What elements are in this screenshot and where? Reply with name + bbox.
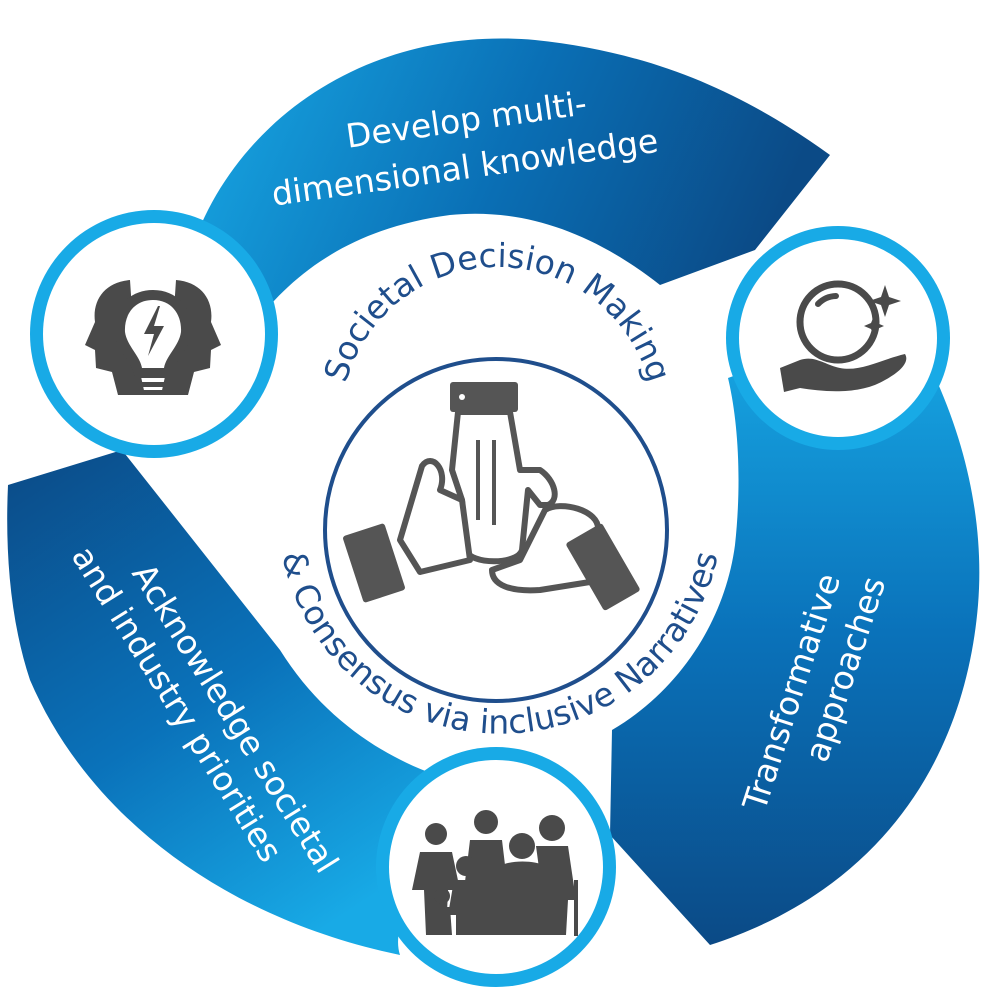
- head-lightbulb-icon: [85, 280, 221, 395]
- family-group-icon: [412, 810, 578, 936]
- three-hands-icon: [343, 382, 640, 611]
- segment-develop-knowledge: [188, 38, 830, 330]
- center-ring: [323, 357, 669, 703]
- segment-acknowledge: [7, 450, 470, 955]
- icon-circle-transformative: [726, 226, 950, 450]
- segment-transformative: [610, 320, 980, 945]
- crystal-ball-hand-icon: [780, 280, 907, 392]
